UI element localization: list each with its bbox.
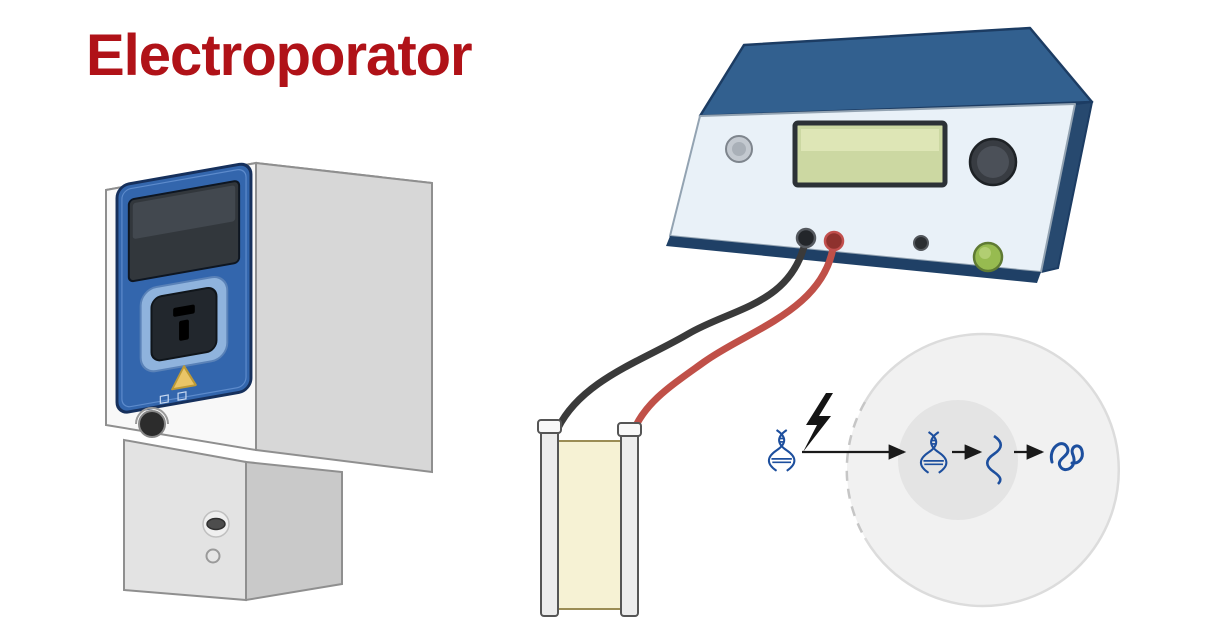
panel-inner-highlight: [121, 169, 247, 408]
page-title: Electroporator: [86, 23, 473, 88]
power-supply-unit: [666, 26, 1094, 283]
round-button-center: [732, 142, 746, 156]
cable-negative-black: [554, 235, 810, 432]
cable-positive-red: [629, 238, 838, 436]
device-front-panel: [115, 162, 253, 414]
cuvette-left-electrode: [540, 425, 559, 617]
nucleus: [898, 400, 1018, 520]
control-knob-face: [977, 146, 1009, 178]
green-start-button-highlight: [979, 247, 991, 259]
base-indicator-light: [205, 548, 221, 564]
base-power-button: [206, 517, 226, 531]
mrna-icon: [985, 434, 1003, 485]
dna-icon-outside-cell: [767, 428, 796, 472]
panel-port-icon-right: [177, 391, 187, 401]
output-port-negative: [795, 227, 817, 249]
small-button: [913, 235, 929, 251]
lcd-sheen: [801, 129, 939, 151]
lightning-bolt-icon: [803, 393, 833, 452]
device-side-face: [255, 161, 433, 474]
device-knob: [138, 410, 166, 438]
power-supply-top-face: [698, 26, 1094, 118]
power-supply-bottom-strip: [666, 236, 1041, 283]
benchtop-electroporator-device: [105, 161, 433, 602]
panel-port-icon-left: [159, 394, 169, 405]
cell-membrane: [863, 332, 1121, 608]
device-base-side-face: [245, 460, 343, 602]
device-base: [123, 438, 343, 602]
cuvette-right-electrode-cap: [617, 422, 642, 437]
cell-diagram: [767, 332, 1121, 608]
output-port-positive: [823, 230, 845, 252]
lcd-display: [792, 120, 948, 188]
device-screen-sheen: [132, 185, 236, 239]
device-knob-notch: [135, 407, 169, 425]
protein-icon: [1049, 442, 1084, 471]
electroporation-cuvette: [537, 419, 642, 617]
warning-triangle-icon: [171, 365, 197, 391]
cuvette-right-electrode: [620, 425, 639, 617]
cuvette-left-electrode-cap: [537, 419, 562, 434]
cuvette-body: [557, 440, 622, 610]
socket-slot-vertical: [179, 319, 189, 341]
socket-slot-horizontal: [173, 304, 195, 317]
